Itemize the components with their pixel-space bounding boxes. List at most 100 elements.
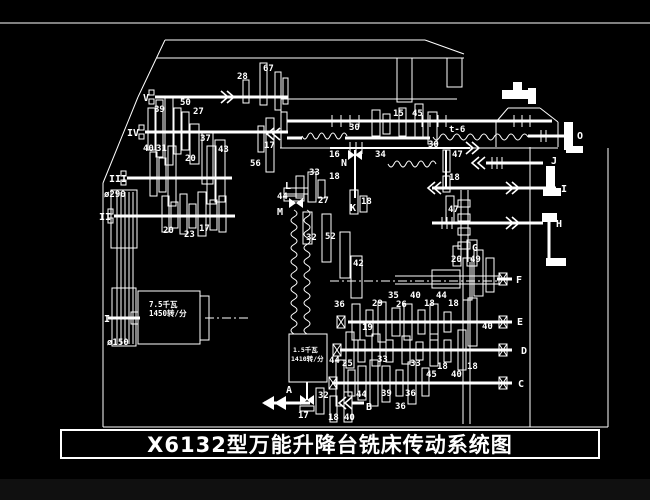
gear-rect: [457, 213, 471, 222]
gear-rect: [414, 103, 424, 139]
gear-rect: [381, 365, 391, 403]
diagram-label: 33: [377, 355, 388, 365]
diagram-label: B: [366, 402, 372, 413]
rotation-arrow-icon: [465, 141, 475, 155]
diagram-label: 18: [448, 299, 459, 309]
diagram-label: 19: [362, 323, 373, 333]
diagram-label: 33: [410, 359, 421, 369]
diagram-label: 40: [410, 291, 421, 301]
diagram-label: 15: [393, 109, 404, 119]
diagram-label: 23: [184, 230, 195, 240]
gear-rect: [396, 57, 413, 103]
bearing-icon: [138, 124, 145, 131]
diagram-label: 17: [199, 224, 210, 234]
diagram-line: [539, 107, 559, 123]
diagram-label: 35: [388, 291, 399, 301]
gear-rect: [429, 303, 439, 341]
gear-rect: [130, 311, 139, 325]
bearing-x-icon: [336, 315, 346, 329]
bearing-x-icon: [332, 343, 342, 357]
diagram-label: 1.5千瓦: [293, 345, 318, 354]
gear-rect: [188, 203, 197, 229]
diagram-label: 33: [309, 168, 320, 178]
gear-rect: [443, 339, 452, 363]
gear-rect: [259, 62, 268, 106]
drawing-title: X6132型万能升降台铣床传动系统图: [147, 433, 513, 457]
bearing-x-icon: [336, 315, 346, 329]
rotation-arrow-icon: [505, 216, 515, 230]
gear-rect: [452, 245, 462, 267]
wave-connector: [303, 209, 311, 335]
diagram-label: 1450转/分: [149, 308, 187, 318]
gear-rect: [385, 339, 394, 363]
diagram-label: 1410转/分: [291, 354, 324, 363]
gear-rect: [395, 369, 404, 397]
gear-rect: [371, 333, 381, 367]
gear-rect: [407, 361, 417, 405]
gear-rect: [431, 269, 461, 289]
gear-rect: [446, 57, 463, 88]
gear-rect: [415, 341, 424, 361]
gear-rect: [161, 195, 170, 233]
bearing-x-icon: [498, 376, 508, 390]
diagram-label: 18: [467, 362, 478, 372]
diagram-label: 7.5千瓦: [149, 299, 178, 309]
gear-rect: [335, 359, 345, 407]
diagram-label: L: [285, 181, 291, 192]
rotation-arrow-icon: [343, 396, 353, 410]
rotation-arrow-icon: [511, 181, 521, 195]
diagram-label: 52: [325, 232, 336, 242]
diagram-label: 20: [163, 226, 174, 236]
diagram-line: [424, 39, 465, 55]
diagram-label: 17: [264, 141, 275, 151]
gear-rect: [401, 335, 411, 365]
diagram-label: 18: [424, 299, 435, 309]
diagram-label: J: [551, 156, 557, 167]
rotation-arrow-icon: [471, 141, 481, 155]
gear-rect: [214, 139, 226, 203]
crank-handle-shape: [566, 146, 583, 153]
gear-rect: [345, 331, 355, 369]
bearing-x-icon: [498, 343, 508, 357]
wave-connector: [387, 160, 437, 168]
diagram-label: H: [556, 219, 562, 230]
bearing-x-icon: [498, 315, 508, 329]
gear-rect: [427, 111, 438, 145]
diagram-label: 39: [154, 105, 165, 115]
diagram-label: 43: [218, 145, 229, 155]
diagram-label: t-6: [449, 125, 465, 135]
gear-rect: [209, 199, 218, 231]
gear-rect: [242, 79, 250, 104]
diagram-label: 18: [361, 197, 372, 207]
bearing-x-icon: [498, 272, 508, 286]
wave-connector: [301, 132, 348, 140]
diagram-label: 20: [451, 255, 462, 265]
rotation-arrow-icon: [271, 127, 281, 141]
diagram-label: 18: [328, 413, 339, 423]
diagram-label: 39: [381, 389, 392, 399]
diagram-label: 34: [375, 150, 386, 160]
gear-rect: [442, 175, 451, 193]
bearing-icon: [148, 89, 155, 96]
bearing-icon: [107, 217, 114, 224]
gear-rect: [206, 145, 217, 205]
gear-rect: [377, 301, 387, 343]
gear-rect: [197, 191, 207, 237]
diagram-label: 50: [180, 98, 191, 108]
gear-rect: [167, 145, 177, 207]
gear-rect: [189, 123, 200, 165]
bevel-arrow-shape: [355, 150, 362, 160]
rotation-arrow-icon: [470, 156, 480, 170]
bearing-x-icon: [328, 376, 338, 390]
gear-rect: [398, 107, 407, 137]
diagram-line: [102, 96, 139, 184]
diagram-label: 44: [329, 356, 340, 366]
crank-handle-shape: [542, 213, 557, 222]
bearing-x-icon: [498, 376, 508, 390]
diagram-label: 67: [263, 64, 274, 74]
bearing-x-icon: [328, 376, 338, 390]
diagram-label: 32: [318, 391, 329, 401]
bearing-icon: [148, 98, 155, 105]
gear-rect: [329, 395, 338, 423]
